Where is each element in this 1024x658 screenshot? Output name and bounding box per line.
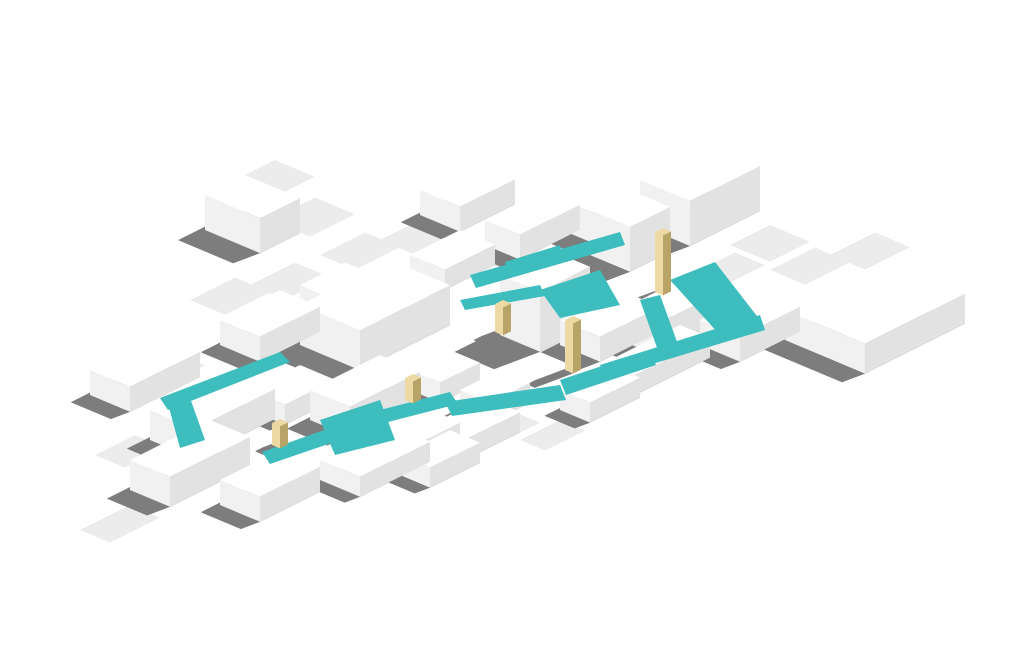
building-top — [220, 290, 320, 337]
building-top — [485, 190, 580, 235]
building-top — [590, 190, 670, 227]
shadow — [400, 215, 460, 239]
shadow — [762, 340, 865, 383]
building-side — [420, 190, 460, 232]
walkway-segment — [380, 392, 458, 422]
building-side — [90, 370, 130, 412]
shadow — [200, 345, 260, 369]
building-top — [410, 230, 495, 270]
building-front — [600, 306, 660, 362]
building-front — [690, 166, 760, 246]
building-front — [360, 285, 450, 371]
core-side — [272, 423, 280, 449]
walkway-segment — [168, 398, 205, 448]
building-front — [865, 293, 965, 374]
building-front — [260, 466, 320, 522]
walkway-segment — [160, 352, 290, 410]
walkway-segment — [540, 270, 620, 318]
building-top — [130, 420, 250, 477]
walkway-segment — [445, 385, 566, 416]
building-front — [360, 441, 430, 497]
building-front — [430, 442, 480, 488]
building-side — [785, 310, 865, 374]
shadow — [473, 332, 503, 344]
building-front — [590, 377, 640, 423]
walkway-segment — [320, 400, 395, 455]
building-top — [560, 290, 660, 337]
walkway-segment — [505, 245, 563, 272]
ground-plot — [320, 232, 400, 270]
walkway-segment — [262, 428, 340, 464]
building-front — [170, 436, 250, 507]
building-side — [205, 195, 260, 254]
building-side — [485, 220, 520, 260]
building-top — [205, 175, 300, 219]
building-front — [260, 198, 300, 254]
building-front — [260, 306, 320, 362]
building-side — [320, 460, 360, 497]
building-side — [560, 390, 590, 423]
core-top — [495, 300, 511, 308]
core-front — [503, 303, 511, 336]
building-front — [130, 351, 200, 412]
core-front — [663, 231, 671, 296]
building-top — [420, 162, 515, 207]
building-top — [785, 260, 965, 344]
building-top — [460, 370, 530, 403]
building-front — [520, 204, 580, 260]
core-top — [655, 228, 671, 236]
walkway-segment — [460, 285, 545, 310]
core-top — [405, 374, 421, 382]
building-top — [300, 260, 450, 331]
core-front — [573, 319, 581, 374]
building-front — [445, 244, 495, 290]
shadow — [454, 335, 540, 370]
shadow — [107, 490, 170, 516]
building-top — [640, 145, 760, 201]
vertical-cores — [272, 228, 671, 449]
ground-plot — [730, 225, 810, 262]
walkway-segment — [640, 295, 680, 356]
ground-plot — [770, 247, 850, 285]
building-top — [90, 335, 200, 387]
building-top — [410, 350, 480, 383]
building-side — [220, 480, 260, 522]
core-front — [413, 377, 421, 404]
ground-plot — [190, 277, 270, 315]
building-top — [310, 355, 420, 407]
ground-plot — [520, 420, 585, 451]
core-top — [272, 419, 288, 427]
building-top — [220, 450, 320, 497]
shadow — [526, 370, 573, 388]
shadow — [544, 410, 590, 429]
walkway-segment — [670, 262, 760, 335]
building-side — [130, 460, 170, 507]
core-top — [565, 316, 581, 324]
ground-plot — [250, 262, 330, 300]
ground-plot — [80, 505, 160, 543]
shadow — [384, 475, 430, 494]
shadow — [178, 230, 260, 264]
elevated-walkway — [160, 232, 765, 464]
buildings — [90, 145, 965, 522]
core-front — [280, 422, 288, 449]
core-side — [405, 378, 413, 404]
building-top — [320, 425, 430, 477]
shadow — [269, 345, 360, 382]
core-side — [495, 304, 503, 336]
building-side — [220, 320, 260, 362]
ground-plot — [830, 232, 910, 270]
shadow — [70, 395, 130, 419]
shadow — [200, 505, 260, 529]
core-side — [565, 320, 573, 374]
core-side — [655, 232, 663, 296]
building-top — [550, 155, 690, 221]
building-front — [460, 179, 515, 232]
building-front — [740, 306, 800, 362]
shadow — [255, 445, 280, 455]
